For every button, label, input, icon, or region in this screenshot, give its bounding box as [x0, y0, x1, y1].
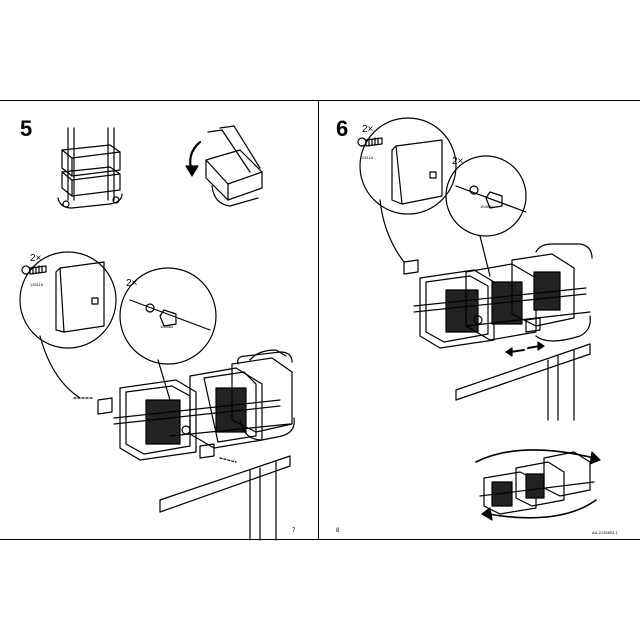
table-surface — [455, 343, 591, 421]
cap-part-icon — [455, 185, 527, 213]
step-5-screw-code: 125116 — [30, 282, 44, 287]
step-6-cap-quantity: 2× — [452, 156, 464, 167]
page-number-left: 7 — [292, 528, 296, 534]
step-5-cap-quantity: 2× — [126, 278, 138, 289]
step-5-cap-code: 104864 — [160, 324, 174, 329]
page-number-right: 8 — [336, 528, 340, 534]
screw-part-icon — [357, 137, 383, 147]
instruction-spread — [0, 100, 640, 540]
callout-circle-screw — [19, 251, 117, 349]
page-gutter — [318, 100, 319, 540]
callout-circle-screw-right — [359, 117, 457, 215]
step-5-number: 5 — [20, 116, 33, 141]
callout-circle-cap — [119, 267, 217, 365]
step-5-screw-quantity: 2× — [30, 253, 42, 264]
step-6-cap-code: 104864 — [480, 204, 494, 209]
callout-circle-cap-right — [445, 155, 527, 237]
rotate-cart-icon — [475, 449, 601, 521]
cap-part-icon — [129, 299, 211, 331]
table-surface — [159, 455, 291, 541]
basket-assembly — [403, 243, 593, 357]
cart-overview-icon — [57, 127, 123, 209]
step-6-number: 6 — [336, 116, 349, 141]
article-code: AA-2135893-1 — [592, 530, 618, 535]
basket-assembly — [73, 349, 295, 463]
step-6-screw-quantity: 2× — [362, 124, 374, 135]
tip-over-icon — [185, 125, 263, 207]
step-6-screw-code: 125116 — [360, 155, 374, 160]
screw-part-icon — [21, 265, 47, 275]
